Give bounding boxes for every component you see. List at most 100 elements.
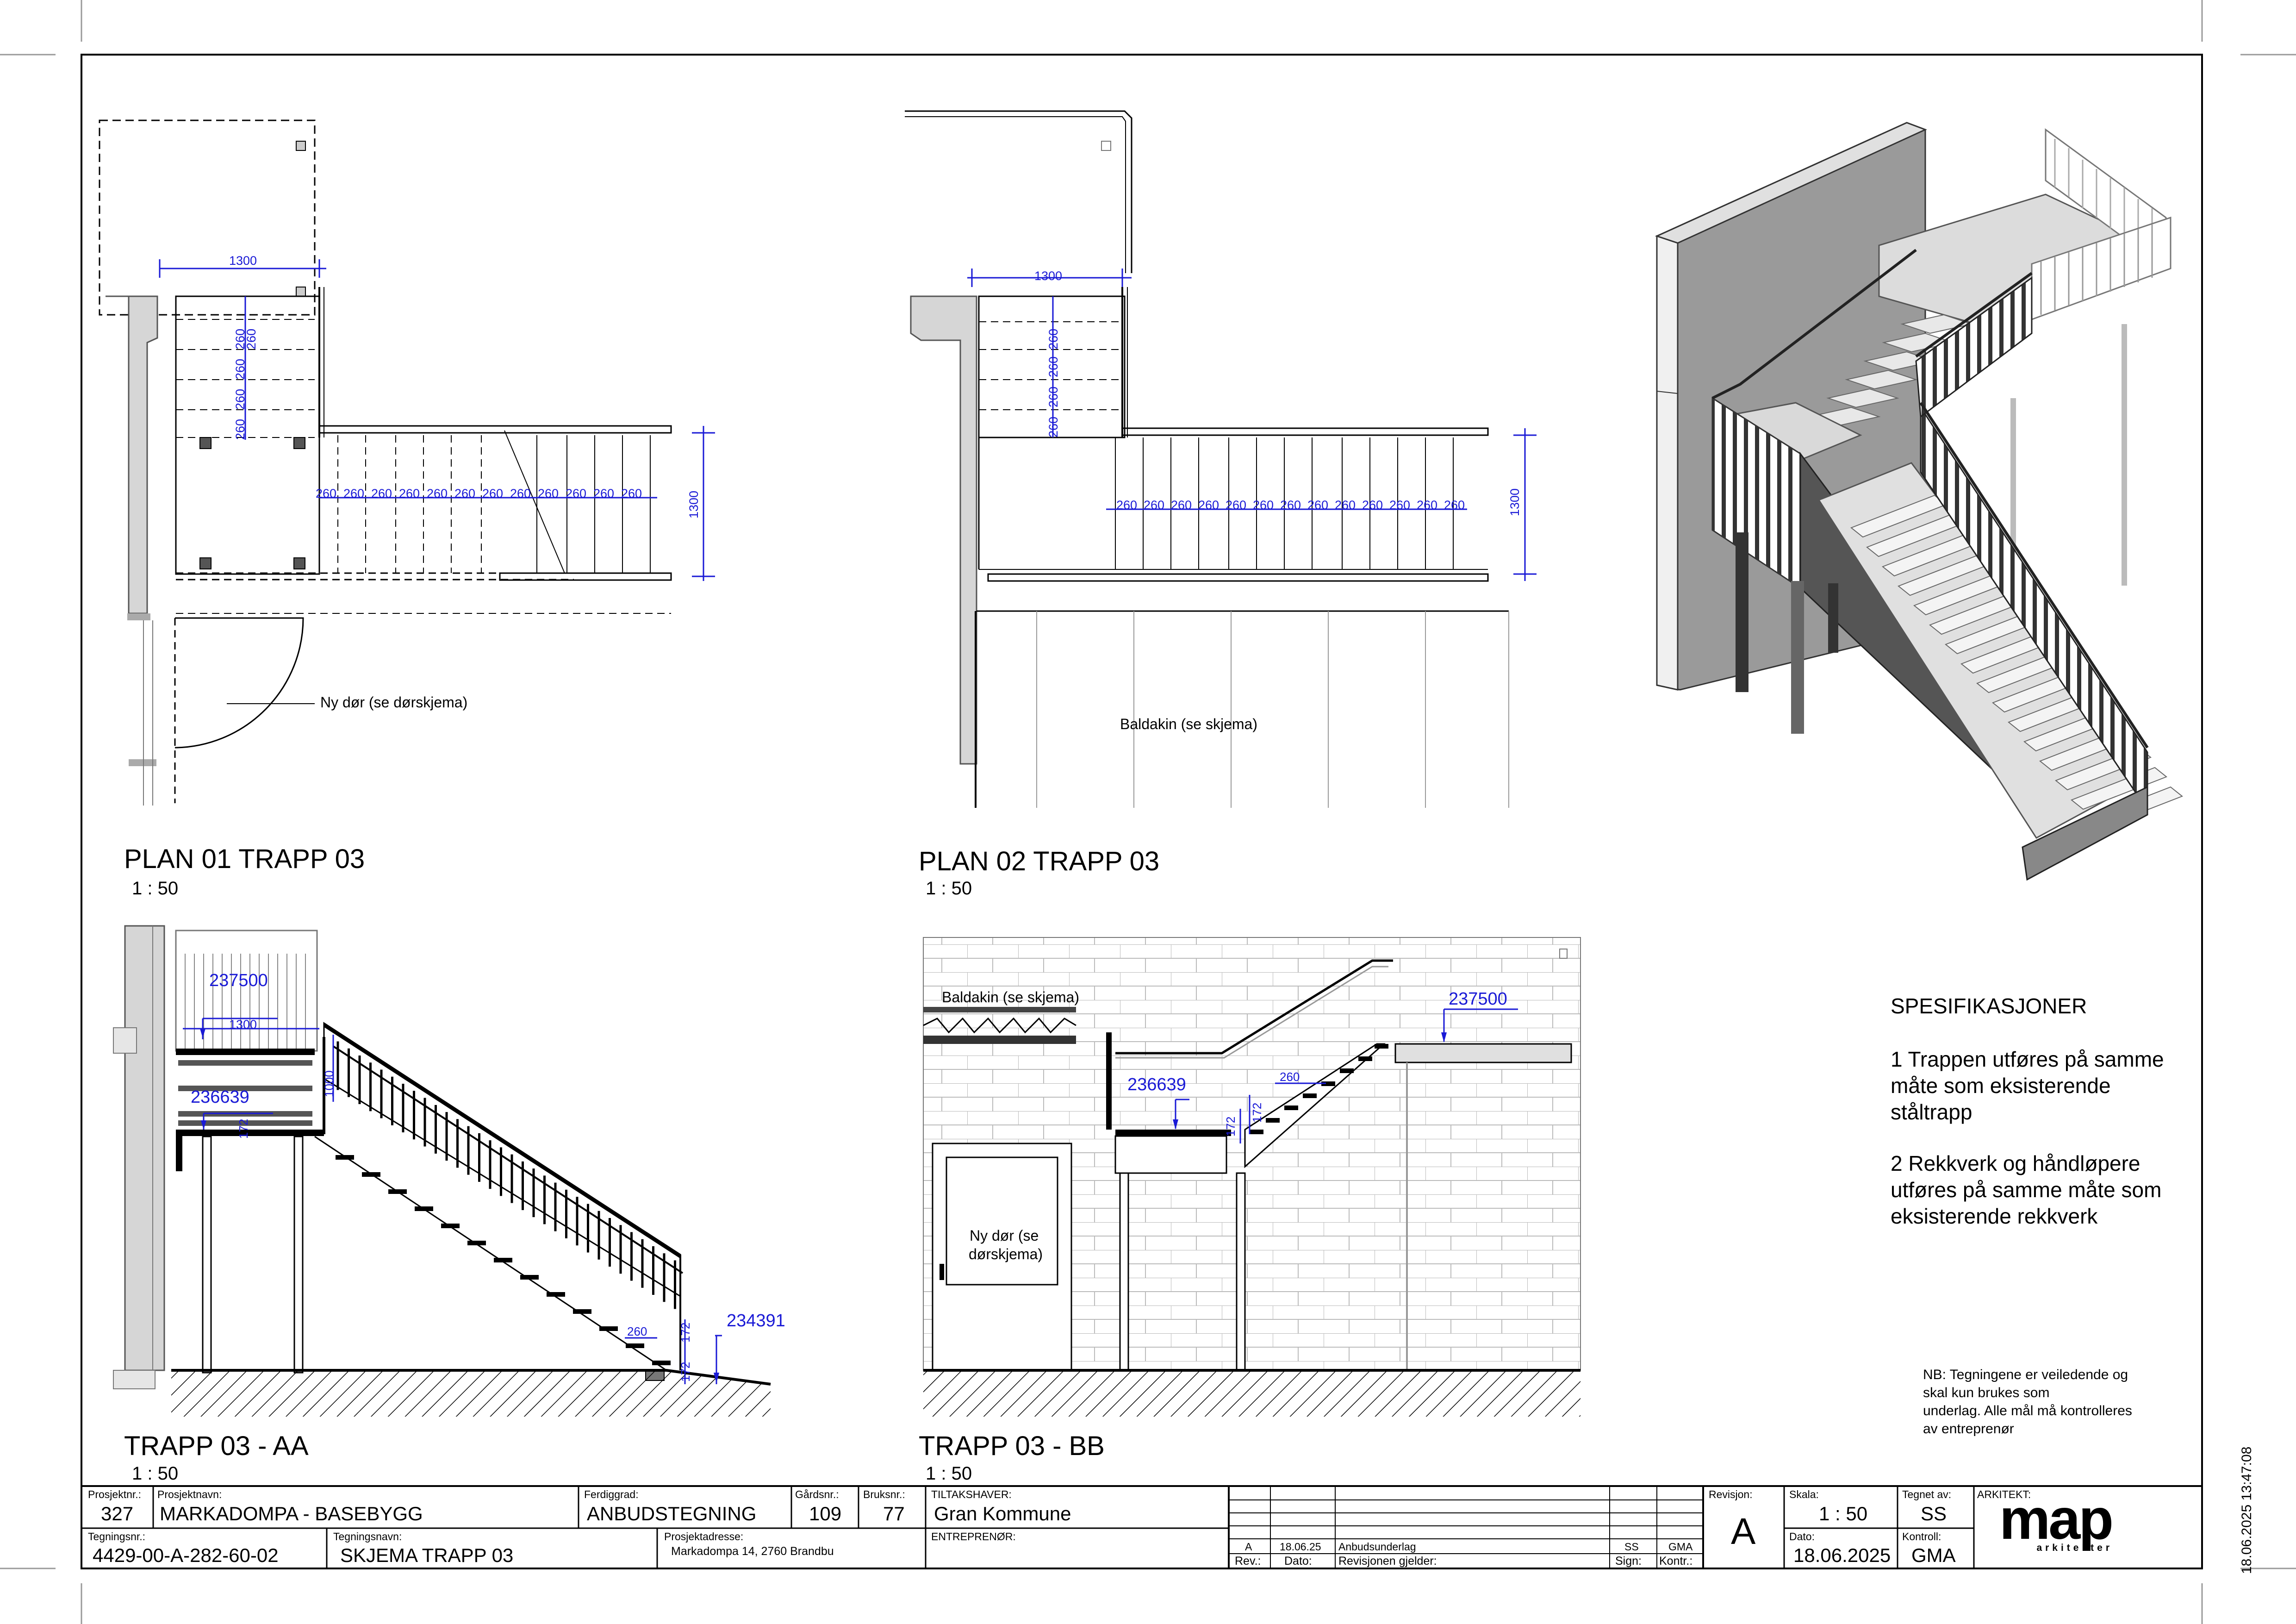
plot-timestamp: 18.06.2025 13:47:08 [2239,1446,2254,1574]
plan01-tread-dim: 260 [343,487,364,500]
bb-riser-1: 172 [1224,1117,1238,1137]
plan01-tread-dim-vertical: 260 [233,389,247,410]
aa-riser-bottom: 172 [678,1362,692,1382]
aa-tread [573,1309,591,1314]
value-gardsnr: 109 [809,1503,842,1524]
section-aa-scale: 1 : 50 [132,1463,178,1484]
label-revisjon: Revisjon: [1709,1488,1753,1500]
aa-tread [626,1343,644,1348]
rev-row-text: Anbudsunderlag [1338,1541,1416,1553]
title-block-frame [81,1485,2203,1569]
aa-level-ground: 234391 [727,1311,785,1330]
plan01-tread-dim: 260 [538,487,559,500]
aa-tread [441,1224,460,1228]
plan-02-drawing: Baldakin (se skjema) 1300 1300 260 260 260… [905,110,1537,899]
bb-door-note-1: Ny dør (se [970,1227,1039,1244]
bb-riser-2: 172 [1250,1103,1264,1123]
plan01-tread-dim: 260 [482,487,503,500]
label-skala: Skala: [1789,1488,1819,1500]
plan01-tread-dim: 260 [427,487,448,500]
bb-canopy-note: Baldakin (se skjema) [942,989,1079,1006]
plan02-tread-dim: 260 [1253,498,1274,512]
isometric-stair-view [1655,122,2183,881]
plan01-tread-dim-vertical: 260 [233,419,247,440]
nb-note: NB: Tegningene er veiledende og skal kun… [1923,1367,2132,1437]
plan02-canopy-note: Baldakin (se skjema) [1120,716,1257,732]
bb-level-mid: 236639 [1127,1075,1186,1094]
plan02-title: PLAN 02 TRAPP 03 [919,846,1159,876]
value-dato: 18.06.2025 [1793,1544,1891,1566]
plan01-tread-dim: 260 [566,487,586,500]
label-kontroll: Kontroll: [1902,1530,1941,1543]
plan01-title: PLAN 01 TRAPP 03 [124,844,365,874]
label-prosjektnavn: Prosjektnavn: [157,1488,222,1500]
specification-item-1: 1 Trappen utføres på samme måte som eksi… [1891,1047,2164,1124]
plan01-tread-dim: 260 [593,487,614,500]
plan02-tread-dim: 260 [1144,498,1164,512]
plan01-tread-dim: 260 [510,487,531,500]
value-tegningsnavn: SKJEMA TRAPP 03 [340,1544,514,1566]
bb-level-top: 237500 [1449,989,1507,1009]
rev-header-text: Revisjonen gjelder: [1338,1555,1437,1568]
rev-header-sign: Sign: [1615,1555,1642,1568]
plan02-tread-dim: 260 [1171,498,1192,512]
aa-tread [388,1189,407,1194]
plan01-tread-dim: 260 [316,487,336,500]
plan02-tread-dim: 260 [1116,498,1137,512]
aa-level-top: 237500 [209,971,268,990]
plan01-dim-width: 1300 [229,254,257,268]
section-bb-title: TRAPP 03 - BB [919,1431,1105,1461]
rev-row-dato: 18.06.25 [1280,1541,1321,1553]
label-tegnet-av: Tegnet av: [1902,1488,1952,1500]
plan02-dim-flight-width: 1300 [1508,488,1522,516]
value-tiltakshaver: Gran Kommune [934,1503,1071,1524]
label-arkitekt: ARKITEKT: [1977,1488,2031,1500]
specification-item-2: 2 Rekkverk og håndløpere utføres på samm… [1891,1151,2162,1228]
plan01-tread-dim: 260 [454,487,475,500]
rev-row-rev: A [1245,1541,1252,1553]
value-tegningsnr: 4429-00-A-282-60-02 [93,1544,279,1566]
plan02-scale: 1 : 50 [926,878,972,899]
section-aa-drawing: 237500 1300 236639 234391 1000 260 172 1… [113,925,785,1484]
value-prosjektadresse: Markadompa 14, 2760 Brandbu [671,1545,834,1558]
plan01-tread-dim: 260 [371,487,392,500]
plan01-tread-dim: 260 [399,487,420,500]
value-bruksnr: 77 [883,1503,905,1524]
label-tegningsnavn: Tegningsnavn: [333,1530,402,1543]
rev-header-rev: Rev.: [1235,1555,1261,1568]
rev-header-dato: Dato: [1284,1555,1312,1568]
specifications-heading: SPESIFIKASJONER [1891,994,2087,1018]
plan02-tread-dim: 260 [1280,498,1301,512]
section-aa-title: TRAPP 03 - AA [124,1431,309,1461]
value-prosjektnr: 327 [101,1503,134,1524]
plan02-tread-dim: 260 [1389,498,1410,512]
plan02-tread-dim-vertical: 260 [1046,329,1060,350]
plan01-tread-dim: 260 [621,487,642,500]
plan02-tread-dim: 260 [1417,498,1437,512]
rev-header-kontr: Kontr.: [1659,1555,1693,1568]
plan02-tread-dim-vertical: 260 [1046,356,1060,377]
plan02-tread-dim: 260 [1362,498,1383,512]
label-prosjektnr: Prosjektnr.: [88,1488,142,1500]
plan01-dim-flight-width: 1300 [687,491,701,518]
value-kontroll: GMA [1911,1544,1956,1566]
label-entreprenor: ENTREPRENØR: [931,1530,1016,1543]
aa-tread [599,1326,618,1331]
value-tegnet-av: SS [1921,1503,1947,1524]
architect-logo: map arkitekter [1999,1491,2120,1553]
plan02-tread-dim: 260 [1307,498,1328,512]
label-dato: Dato: [1789,1530,1815,1543]
plan02-tread-dim-vertical: 260 [1046,417,1060,437]
value-revisjon: A [1731,1511,1756,1552]
aa-tread [336,1155,354,1160]
plan02-tread-dim: 260 [1226,498,1246,512]
bb-tread: 260 [1280,1070,1300,1084]
plan01-tread-dim-vertical: 260 [233,329,247,350]
section-bb-drawing: Baldakin (se skjema) Ny dør (se dørskjem… [919,937,1581,1484]
plan02-dim-width: 1300 [1034,269,1062,283]
aa-riser: 172 [678,1323,692,1343]
aa-tread [467,1241,486,1245]
label-ferdiggrad: Ferdiggrad: [584,1488,639,1500]
logo-subtext: arkitekter [2036,1543,2113,1553]
